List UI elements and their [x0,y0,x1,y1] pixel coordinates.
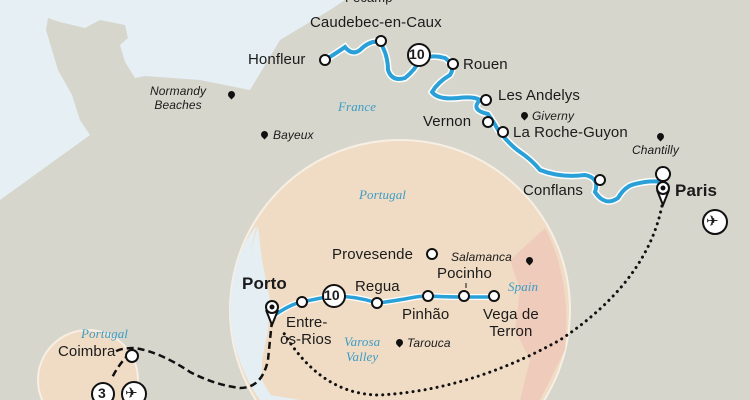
airport-icons [121,209,728,400]
city-label-porto: Porto [242,274,287,293]
coimbra-inset-country-label: Portugal [81,326,129,341]
port-label-vernon: Vernon [423,113,472,130]
port-label-vega-de-terron: Vega de Terron [483,306,539,340]
port-label-regua: Regua [355,278,400,295]
port-label-honfleur: Honfleur [248,51,306,68]
france-cruise-nights-badge: 10 [409,46,425,62]
poi-line2: Beaches [154,98,202,112]
vega-line1: Vega de [483,306,539,323]
dotted-route-paris-porto [280,198,665,397]
port-label-entre-os-rios: Entre- os-Rios [280,314,332,348]
city-label-coimbra: Coimbra [58,343,116,360]
country-label-portugal: Portugal [359,187,407,202]
country-label-france: France [338,99,377,114]
paris-pin [655,166,671,208]
douro-cruise-nights-badge: 10 [324,287,340,303]
entre-line2: os-Rios [280,331,332,348]
poi-line1: Normandy [150,84,207,98]
port-label-caudebec: Caudebec-en-Caux [310,14,442,31]
port-label-les-andelys: Les Andelys [498,87,580,104]
port-label-pocinho: Pocinho [437,265,492,282]
varosa-line2: Valley [345,349,379,364]
port-label-la-roche-guyon: La Roche-Guyon [513,124,628,141]
country-label-spain: Spain [508,279,539,294]
port-label-provesende: Provesende [332,246,414,263]
port-label-pinhao: Pinhão [402,306,450,323]
porto-pin [265,300,279,328]
varosa-line1: Varosa [344,334,381,349]
port-markers [125,35,606,363]
port-label-rouen: Rouen [463,56,508,73]
coimbra-inset-circle [37,329,139,400]
coimbra-airplane-icon: ✈ [125,385,138,400]
poi-label-bayeux: Bayeux [273,128,314,142]
partial-top-label: Fécamp [345,0,393,6]
paris-airplane-icon: ✈ [706,213,719,230]
poi-label-chantilly: Chantilly [632,143,679,157]
poi-label-tarouca: Tarouca [407,336,451,350]
region-label-varosa-valley: Varosa Valley [344,334,380,364]
dashed-route-porto-coimbra [114,319,274,390]
poi-label-salamanca: Salamanca [451,250,512,264]
entre-line1: Entre- [286,314,328,331]
coimbra-nights-badge: 3 [98,385,106,400]
city-label-paris: Paris [675,181,718,200]
poi-label-giverny: Giverny [532,109,575,123]
poi-label-normandy-beaches: Normandy Beaches [150,84,206,112]
spain-region [510,228,567,400]
nights-badges [91,43,431,400]
vega-line2: Terron [489,323,533,340]
port-label-conflans: Conflans [523,182,584,199]
